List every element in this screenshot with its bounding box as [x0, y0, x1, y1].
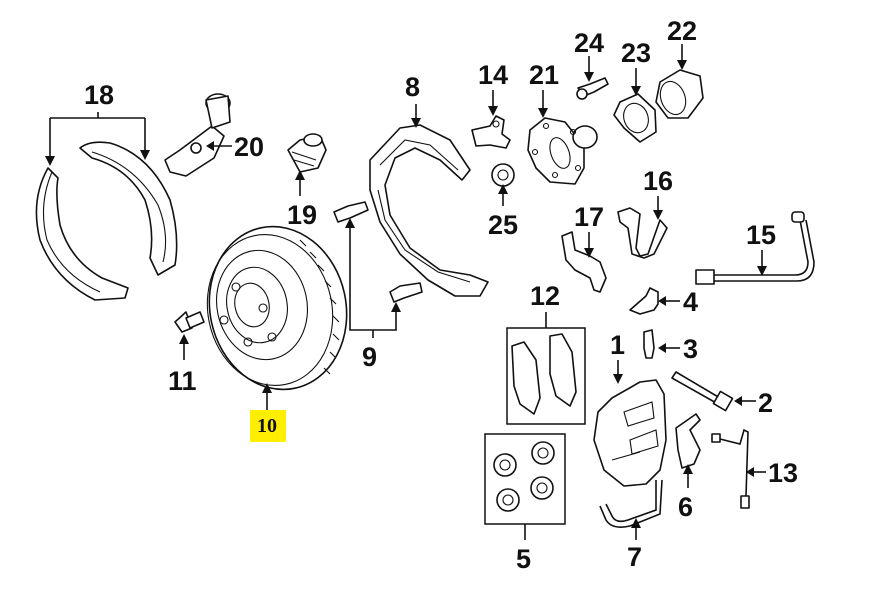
callout-24-leader — [584, 56, 594, 82]
callout-label-4: 4 — [683, 287, 698, 317]
callout-label-2: 2 — [758, 388, 773, 418]
callout-22-leader — [677, 44, 687, 70]
callout-label-5: 5 — [516, 544, 531, 574]
callout-25-leader — [498, 184, 508, 206]
part-18-parking-brake-shoes[interactable] — [35, 141, 178, 301]
callout-9-leader — [345, 218, 401, 338]
callout-label-3: 3 — [683, 334, 698, 364]
part-15-brake-hose[interactable] — [695, 211, 815, 285]
part-11-rotor-screw[interactable] — [174, 311, 205, 333]
part-22-wheel-bearing[interactable] — [655, 69, 704, 119]
callout-18-leader — [45, 112, 150, 166]
part-9-shield-bolts[interactable] — [333, 201, 423, 303]
callout-1-leader — [613, 360, 623, 384]
callout-15-leader — [757, 250, 767, 276]
callout-label-15: 15 — [746, 220, 776, 250]
part-2-guide-bolt[interactable] — [671, 371, 734, 412]
part-14-abs-sensor[interactable] — [471, 115, 511, 149]
callout-label-11: 11 — [168, 366, 197, 396]
callout-label-24: 24 — [574, 28, 604, 58]
callout-label-23: 23 — [621, 38, 651, 68]
callout-17-leader — [584, 232, 594, 258]
part-4-bracket-clip[interactable] — [629, 287, 659, 315]
callout-19-leader — [295, 170, 305, 196]
part-24-hub-bolt[interactable] — [576, 77, 609, 100]
callout-label-13: 13 — [768, 458, 798, 488]
callout-label-9: 9 — [362, 342, 377, 372]
part-17-sensor-bracket[interactable] — [561, 231, 607, 293]
part-12-brake-pads[interactable] — [506, 327, 586, 425]
callout-13-leader — [746, 467, 766, 477]
part-7-brake-tube[interactable] — [599, 479, 663, 528]
callout-label-18: 18 — [84, 80, 114, 110]
callout-7-leader — [631, 518, 641, 540]
part-10-brake-rotor[interactable] — [194, 214, 362, 403]
callout-label-16: 16 — [643, 166, 673, 196]
callout-label-1: 1 — [610, 330, 625, 360]
callout-23-leader — [631, 68, 641, 96]
part-5-piston-seal-kit[interactable] — [484, 433, 566, 525]
callout-16-leader — [653, 196, 663, 220]
callout-11-leader — [179, 334, 189, 360]
callout-label-20: 20 — [234, 132, 264, 162]
callout-8-leader — [411, 104, 421, 128]
callout-label-6: 6 — [678, 492, 693, 522]
part-23-bearing-retainer[interactable] — [613, 93, 657, 143]
callout-10-leader — [262, 383, 272, 412]
part-21-wheel-hub[interactable] — [527, 117, 598, 185]
callout-3-leader — [658, 343, 680, 353]
part-3-bleeder-screw[interactable] — [643, 329, 655, 359]
part-6-pad-spring[interactable] — [675, 413, 701, 469]
callout-label-7: 7 — [627, 542, 642, 572]
callout-20-leader — [206, 141, 232, 151]
callout-4-leader — [658, 296, 680, 306]
callout-label-10[interactable]: 10 — [257, 415, 277, 437]
callout-label-25: 25 — [488, 210, 518, 240]
callout-label-17: 17 — [574, 202, 604, 232]
callout-label-8: 8 — [405, 72, 420, 102]
part-19-adjuster[interactable] — [287, 133, 327, 173]
callout-label-19: 19 — [287, 200, 317, 230]
callout-6-leader — [683, 464, 693, 488]
part-8-splash-shield[interactable] — [369, 124, 489, 297]
part-16-hose-bracket[interactable] — [617, 207, 668, 259]
callout-label-22: 22 — [667, 16, 697, 46]
part-25-nut[interactable] — [491, 163, 515, 187]
callout-2-leader — [734, 396, 756, 406]
callout-label-21: 21 — [529, 60, 559, 90]
callout-21-leader — [538, 90, 548, 118]
highlight-box-10 — [250, 410, 286, 442]
callout-label-12: 12 — [530, 281, 560, 311]
part-1-caliper[interactable] — [593, 379, 667, 487]
part-20-parking-brake-adjuster[interactable] — [164, 93, 231, 177]
part-13-wear-sensor[interactable] — [711, 428, 750, 509]
callout-label-14: 14 — [478, 60, 508, 90]
callout-14-leader — [488, 90, 498, 116]
